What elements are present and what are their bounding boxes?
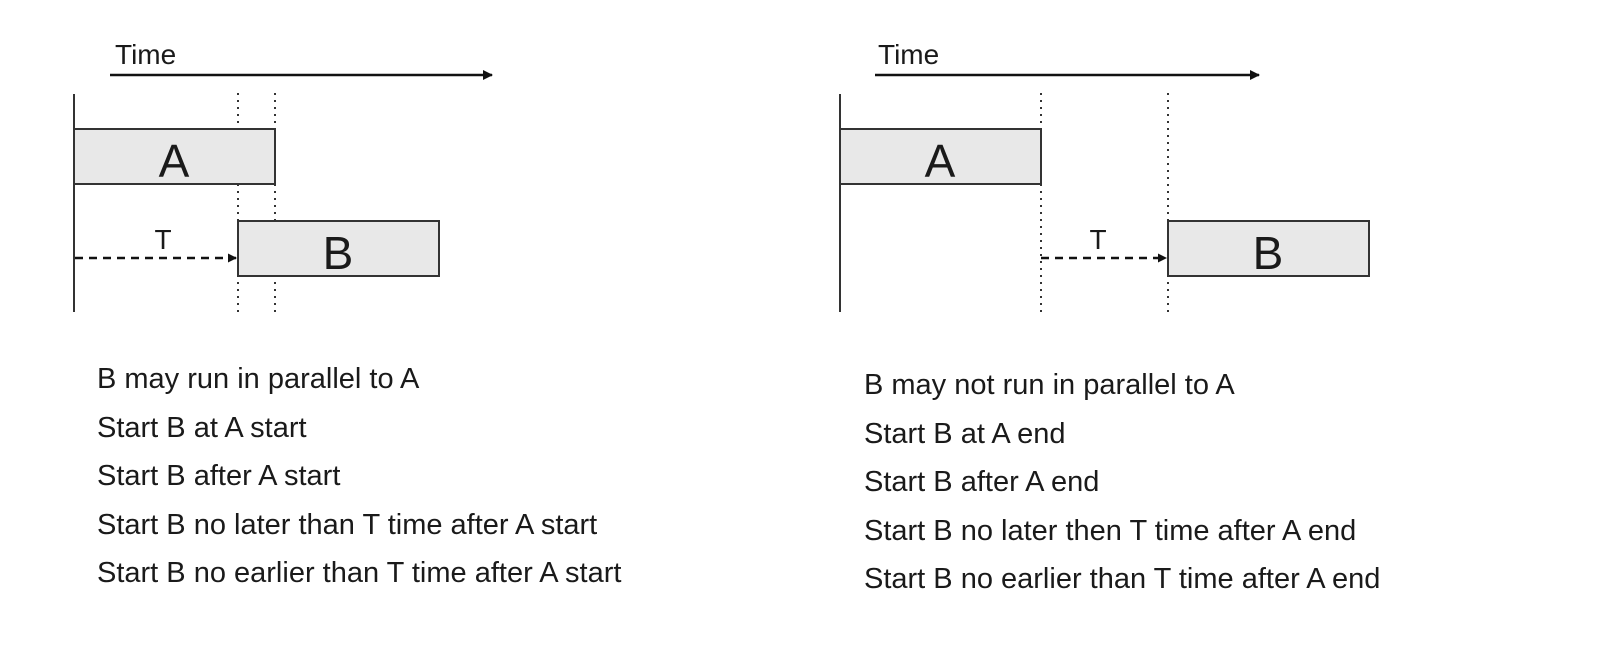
left-box-a-label: A: [159, 135, 190, 187]
right-box-a-label: A: [925, 135, 956, 187]
left-panel-diagram: Time A T B: [73, 39, 493, 312]
left-time-label: Time: [115, 39, 176, 70]
right-time-label: Time: [878, 39, 939, 70]
timing-diagram: Time A T B Time A T B: [73, 39, 1370, 312]
left-box-b: [237, 220, 440, 277]
right-caption: Start B no earlier than T time after A e…: [864, 563, 1381, 595]
right-caption: B may not run in parallel to A: [864, 369, 1235, 401]
left-caption: Start B no earlier than T time after A s…: [97, 557, 622, 589]
left-delay-label: T: [154, 224, 171, 255]
left-caption: Start B no later than T time after A sta…: [97, 508, 598, 541]
right-panel-diagram: Time A T B: [839, 39, 1370, 312]
right-captions: B may not run in parallel to A Start B a…: [864, 361, 1380, 604]
left-caption: Start B at A start: [97, 411, 307, 444]
right-box-b-label: B: [1253, 227, 1284, 279]
left-captions: B may run in parallel to A Start B at A …: [97, 355, 621, 598]
right-delay-label: T: [1089, 224, 1106, 255]
right-caption: Start B at A end: [864, 417, 1066, 450]
right-caption: Start B after A end: [864, 466, 1100, 498]
left-box-b-label: B: [323, 227, 354, 279]
right-box-b: [1167, 220, 1370, 277]
left-caption: B may run in parallel to A: [97, 363, 420, 395]
right-caption: Start B no later then T time after A end: [864, 514, 1357, 547]
left-caption: Start B after A start: [97, 460, 341, 492]
left-box-a: [73, 128, 276, 185]
right-box-a: [839, 128, 1042, 185]
